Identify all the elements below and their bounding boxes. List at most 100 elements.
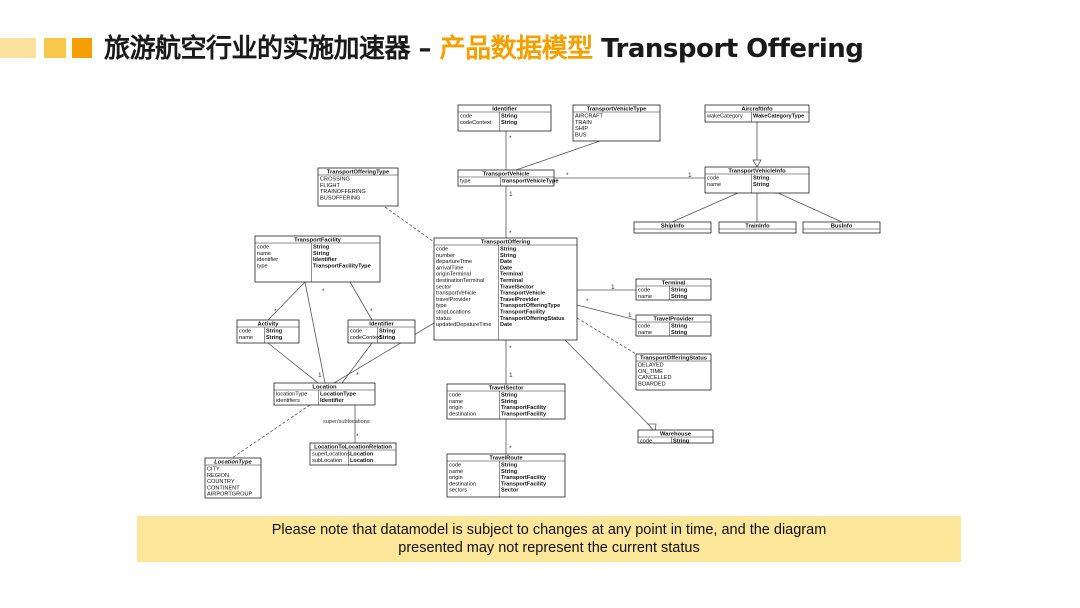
class-name: Activity — [258, 321, 280, 327]
class-box — [637, 429, 714, 444]
attribute-type: Identifier — [320, 398, 344, 404]
class-box — [446, 383, 566, 420]
class-name: Identifier — [369, 321, 394, 327]
class-name: TransportVehicleType — [587, 106, 648, 112]
enum-value: BUSOFFERING — [320, 195, 360, 201]
label-mult-id-tv-star: * — [509, 135, 512, 142]
attribute-name: type — [257, 263, 268, 269]
class-box — [704, 166, 810, 194]
disclaimer-line-2: presented may not represent the current … — [398, 540, 700, 556]
attribute-name: name — [638, 294, 652, 300]
edge-aircraft-arrow — [752, 159, 762, 168]
label-superlabel: super/sublocations — [323, 419, 370, 425]
enum-value: DELAYED — [638, 363, 664, 369]
enum-value: FLIGHT — [320, 183, 340, 189]
attribute-name: travelProvider — [436, 297, 471, 303]
class-box — [433, 237, 578, 341]
edge-facility-activity — [267, 281, 306, 321]
enum-value: BUS — [575, 132, 587, 138]
attribute-name: codeContext — [350, 335, 382, 341]
attribute-name: departureTime — [436, 259, 472, 265]
attribute-name: identifiers — [276, 398, 300, 404]
class-name: TransportOfferingType — [327, 169, 390, 175]
attribute-type: LocationType — [320, 392, 356, 398]
attribute-type: TransportFacility — [501, 481, 547, 487]
diagram-labels: *11**1*11*1******super/sublocations — [274, 135, 692, 452]
edge-facility-identifier — [349, 281, 373, 321]
attribute-type: String — [501, 469, 518, 475]
attribute-name: origin — [449, 405, 463, 411]
label-mult-tv-to-star: * — [509, 230, 512, 237]
attribute-name: destinationTerminal — [436, 278, 484, 284]
edge-facility-location — [304, 281, 326, 384]
class-name: TravelProvider — [653, 316, 694, 322]
attribute-type: TransportFacility — [500, 310, 546, 316]
class-box — [309, 442, 397, 466]
label-mult-tp-star: * — [586, 298, 589, 305]
class-box — [347, 319, 416, 344]
class-name: Terminal — [662, 280, 686, 286]
enum-value: TRAIN — [575, 120, 592, 126]
label-mult-ts-one: 1 — [509, 372, 513, 379]
attribute-name: identifier — [257, 257, 278, 263]
class-name: TrainInfo — [745, 223, 770, 229]
class-name: TransportFacility — [294, 237, 341, 243]
attribute-name: name — [707, 182, 721, 188]
class-name: BusInfo — [831, 223, 853, 229]
attribute-type: String — [500, 253, 517, 259]
attribute-name: code — [449, 463, 461, 469]
label-mult-tr-star: * — [509, 445, 512, 452]
attribute-type: String — [501, 114, 518, 120]
class-box — [204, 457, 262, 499]
title-part1: 旅游航空行业的实施加速器 – — [104, 34, 440, 64]
attribute-type: Date — [500, 265, 512, 271]
attribute-type: String — [671, 330, 688, 336]
attribute-name: subLocation — [312, 458, 342, 464]
attribute-name: type — [436, 303, 447, 309]
class-box — [704, 104, 810, 123]
attribute-name: code — [460, 114, 472, 120]
attribute-name: number — [436, 253, 455, 259]
attribute-type: String — [671, 324, 688, 330]
class-box — [317, 167, 399, 207]
label-mult-act-star: * — [274, 308, 277, 315]
edge-bus-inherit — [777, 192, 843, 223]
attribute-type: Identifier — [313, 257, 337, 263]
label-mult-tv-tvi-one: 1 — [688, 172, 692, 179]
class-box — [273, 382, 376, 406]
attribute-type: Location — [350, 458, 374, 464]
disclaimer-note: Please note that datamodel is subject to… — [137, 516, 961, 562]
enum-value: CROSSING — [320, 177, 350, 183]
class-box — [457, 104, 552, 132]
attribute-type: String — [753, 176, 770, 182]
attribute-type: transportVehicleType — [502, 179, 558, 185]
attribute-type: Location — [350, 452, 374, 458]
class-box — [236, 319, 300, 344]
attribute-name: destination — [449, 481, 476, 487]
disclaimer-line-1: Please note that datamodel is subject to… — [271, 522, 827, 538]
attribute-type: String — [379, 329, 396, 335]
edge-offering-provider — [576, 304, 637, 321]
enum-value: ON_TIME — [638, 369, 663, 375]
attribute-name: code — [449, 393, 461, 399]
enum-value: COUNTRY — [207, 479, 235, 485]
edge-location-locationtype — [231, 404, 311, 459]
attribute-name: stopLocations — [436, 310, 471, 316]
attribute-type: TransportOfferingType — [500, 303, 560, 309]
edge-offering-warehouse — [564, 339, 653, 429]
attribute-type: String — [753, 182, 770, 188]
attribute-type: TransportOfferingStatus — [500, 316, 565, 322]
attribute-name: name — [239, 335, 253, 341]
label-mult-ts-star: * — [509, 345, 512, 352]
edge-ship-inherit — [671, 192, 739, 223]
edge-offering-status — [576, 317, 637, 355]
label-mult-idm-star: * — [370, 308, 373, 315]
accent-bar-dark — [72, 38, 92, 58]
